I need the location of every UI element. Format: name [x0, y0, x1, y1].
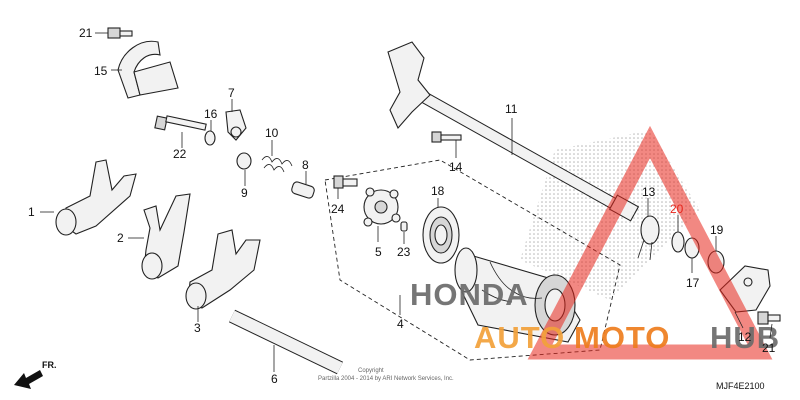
part-2-shift-fork[interactable] — [141, 193, 191, 280]
callout-6[interactable]: 6 — [271, 372, 278, 386]
part-9-collar[interactable] — [236, 152, 252, 170]
callout-20[interactable]: 20 — [670, 202, 684, 216]
watermark-brand-ghost: HONDA — [410, 277, 529, 312]
callout-18[interactable]: 18 — [431, 184, 445, 198]
part-7-stopper-arm[interactable] — [225, 109, 247, 141]
part-3-shift-fork[interactable] — [185, 229, 261, 310]
callout-1[interactable]: 1 — [28, 205, 35, 219]
copyright-line-1: Copyright — [358, 368, 384, 374]
front-direction-indicator: FR. — [14, 360, 57, 389]
part-6-fork-shaft[interactable] — [228, 309, 344, 375]
assembly-box-4 — [324, 159, 621, 361]
part-20-circlip[interactable] — [671, 231, 685, 253]
part-23-dowel-pin[interactable] — [400, 221, 408, 232]
callout-2[interactable]: 2 — [117, 231, 124, 245]
watermark-logo: HONDA AUTO MOTO HUB — [410, 125, 780, 360]
callout-5[interactable]: 5 — [375, 245, 382, 259]
part-16-washer[interactable] — [204, 130, 216, 146]
callout-14[interactable]: 14 — [449, 160, 463, 174]
part-18-bearing[interactable] — [422, 206, 460, 264]
front-label: FR. — [42, 360, 57, 370]
callout-22[interactable]: 22 — [173, 147, 187, 161]
copyright-line-2: Partzilla 2004 - 2014 by ARI Network Ser… — [318, 376, 454, 382]
part-10-spring[interactable] — [261, 156, 293, 173]
part-21-bolt-bottom[interactable] — [757, 311, 781, 325]
callout-9[interactable]: 9 — [241, 186, 248, 200]
leader-lines — [40, 32, 773, 372]
callout-15[interactable]: 15 — [94, 64, 108, 78]
part-14-bolt[interactable] — [431, 131, 462, 143]
watermark-moto: MOTO — [574, 320, 670, 355]
callout-24[interactable]: 24 — [331, 202, 345, 216]
part-5-shift-drum-center[interactable] — [363, 187, 401, 227]
callout-23[interactable]: 23 — [397, 245, 411, 259]
part-24-bolt[interactable] — [333, 175, 358, 189]
part-15-bracket[interactable] — [117, 40, 179, 99]
part-13-return-spring[interactable] — [637, 215, 660, 261]
part-11-shift-spindle[interactable] — [387, 41, 640, 222]
callout-8[interactable]: 8 — [302, 158, 309, 172]
callout-13[interactable]: 13 — [642, 185, 656, 199]
callout-21-top[interactable]: 21 — [79, 26, 93, 40]
callouts: 21 15 22 16 7 9 10 8 11 14 1 2 3 6 24 5 … — [28, 26, 776, 386]
callout-4[interactable]: 4 — [397, 317, 404, 331]
callout-7[interactable]: 7 — [228, 86, 235, 100]
part-21-bolt-top[interactable] — [107, 27, 133, 39]
watermark-auto: AUTO — [474, 320, 565, 355]
part-22-bolt[interactable] — [154, 115, 207, 131]
callout-12[interactable]: 12 — [738, 330, 752, 344]
front-arrow-icon — [14, 370, 43, 389]
part-1-shift-fork[interactable] — [55, 159, 137, 236]
callout-11[interactable]: 11 — [505, 102, 518, 116]
callout-21-bottom[interactable]: 21 — [762, 341, 776, 355]
diagram-code: MJF4E2100 — [716, 381, 765, 391]
callout-10[interactable]: 10 — [265, 126, 279, 140]
callout-3[interactable]: 3 — [194, 321, 201, 335]
callout-19[interactable]: 19 — [710, 223, 724, 237]
callout-16[interactable]: 16 — [204, 107, 218, 121]
callout-17[interactable]: 17 — [686, 276, 700, 290]
watermark-hub: HUB — [710, 320, 780, 355]
part-8-pin[interactable] — [291, 181, 316, 199]
